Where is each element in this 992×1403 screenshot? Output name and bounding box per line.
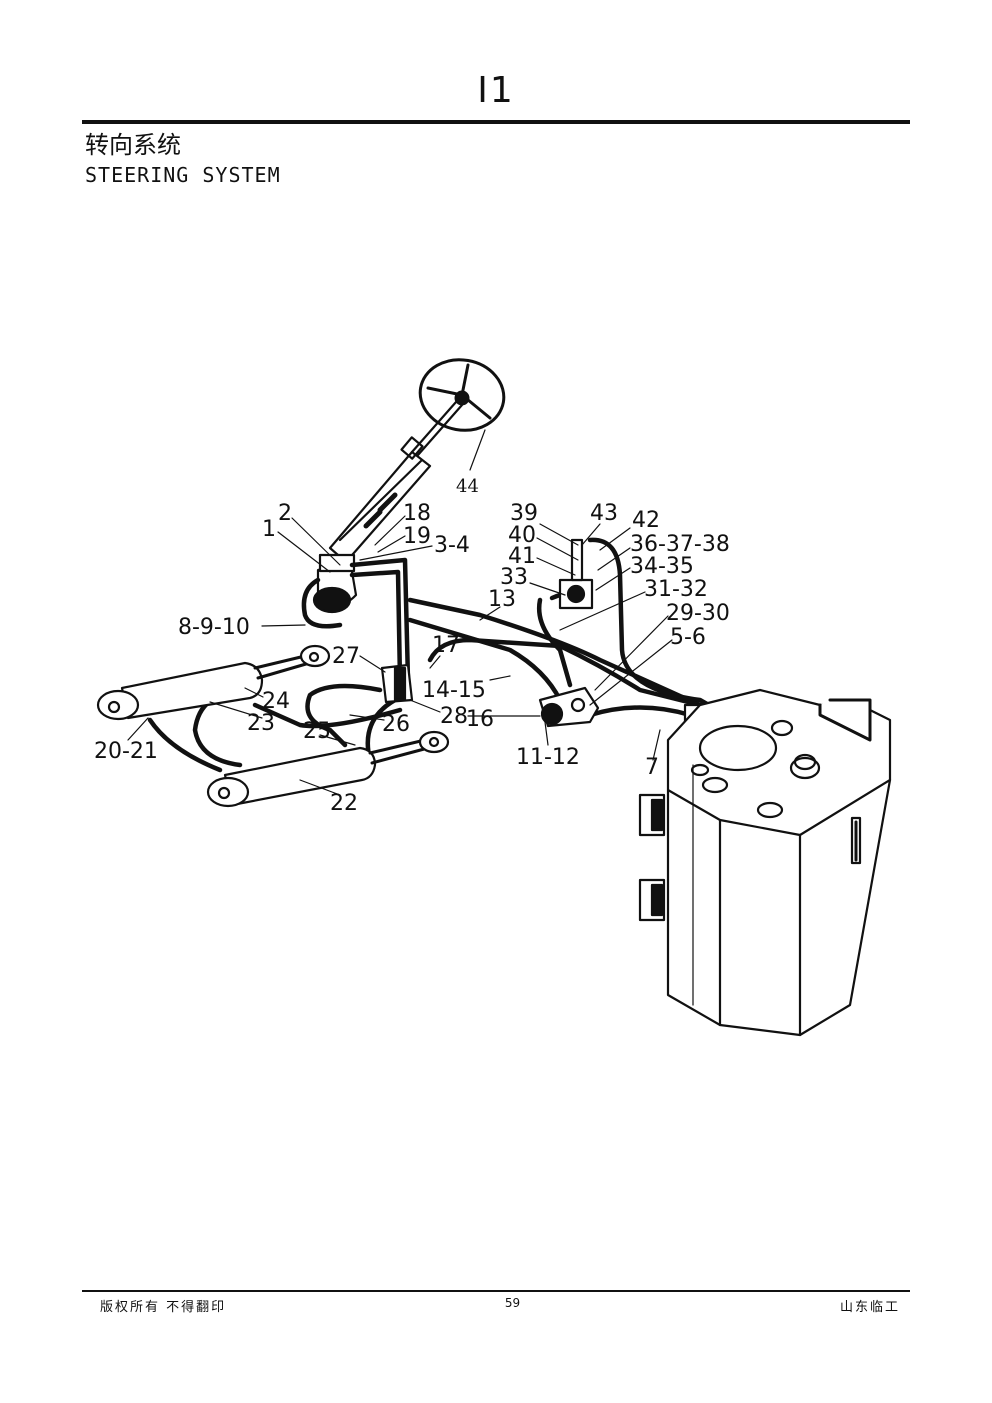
hydraulic-tank [638, 688, 892, 1037]
callout-5-6: 5-6 [670, 625, 706, 650]
callout-43: 43 [590, 501, 618, 526]
callout-20-21: 20-21 [94, 739, 158, 764]
page-title-chinese: 转向系统 [85, 131, 181, 159]
callout-40: 40 [508, 523, 536, 548]
footer-rule [82, 1290, 910, 1292]
callout-17: 17 [432, 633, 460, 658]
callout-24: 24 [262, 689, 290, 714]
header-rule [82, 120, 910, 124]
callout-44: 44 [456, 476, 479, 497]
callout-22: 22 [330, 791, 358, 816]
footer-copyright: 版权所有 不得翻印 [100, 1300, 227, 1315]
callout-26: 26 [382, 712, 410, 737]
callout-41: 41 [508, 544, 536, 569]
callout-19: 19 [403, 524, 431, 549]
callout-leaders [127, 429, 673, 796]
steering-pump [538, 686, 600, 728]
steering-unit [312, 553, 358, 614]
callout-7: 7 [645, 755, 659, 780]
steering-cylinder-upper [96, 644, 331, 721]
footer-company: 山东临工 [839, 1300, 900, 1315]
callout-2: 2 [278, 501, 292, 526]
hose-lines [147, 537, 738, 778]
flow-valve [558, 538, 594, 610]
callout-29-30: 29-30 [666, 601, 730, 626]
section-code: I1 [477, 70, 515, 111]
callout-27: 27 [332, 644, 360, 669]
callout-23: 23 [247, 711, 275, 736]
callout-1: 1 [262, 517, 276, 542]
callout-42: 42 [632, 508, 660, 533]
callout-39: 39 [510, 501, 538, 526]
steering-wheel [418, 358, 506, 432]
footer-page-number: 59 [504, 1296, 521, 1310]
callout-13: 13 [488, 587, 516, 612]
page-title-english: STEERING SYSTEM [85, 163, 281, 187]
callout-11-12: 11-12 [516, 745, 580, 770]
callout-36-37-38: 36-37-38 [630, 532, 730, 557]
priority-valve [380, 663, 414, 704]
callout-25: 25 [303, 719, 331, 744]
callout-33: 33 [500, 565, 528, 590]
callout-labels: 1 2 18 19 3-4 44 39 40 41 43 42 36-37-38… [94, 476, 730, 816]
callout-16: 16 [466, 707, 494, 732]
callout-28: 28 [440, 704, 468, 729]
callout-14-15: 14-15 [422, 678, 486, 703]
callout-18: 18 [403, 501, 431, 526]
callout-8-9-10: 8-9-10 [178, 615, 250, 640]
callout-34-35: 34-35 [630, 554, 694, 579]
callout-31-32: 31-32 [644, 577, 708, 602]
steering-cylinder-lower [206, 730, 450, 808]
callout-3-4: 3-4 [434, 533, 470, 558]
